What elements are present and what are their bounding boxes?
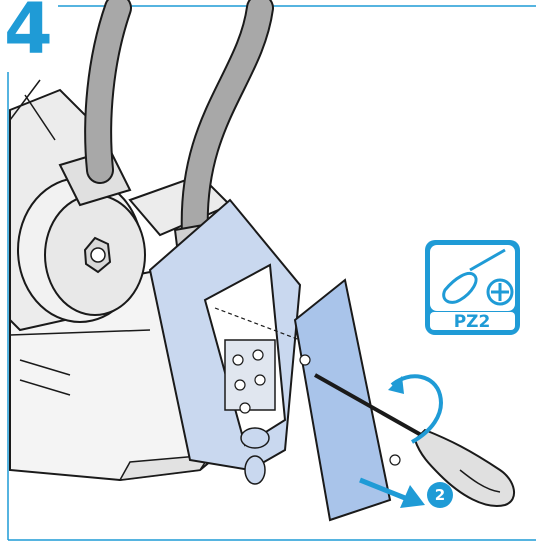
hose-right: [180, 0, 274, 249]
junction-box-lid: [293, 278, 401, 522]
rotation-arrowhead-icon: [388, 376, 404, 394]
callout-circle: [427, 482, 453, 508]
tool-badge: PZ2: [425, 240, 520, 335]
screwdriver: [314, 373, 515, 507]
rotation-arrow-icon: [390, 374, 443, 444]
motor-body: [9, 79, 146, 332]
removal-arrow-icon: [359, 477, 406, 501]
step-number: 4: [2, 0, 57, 64]
phillips-screwdriver-icon: [442, 248, 514, 306]
callout-number: 2: [435, 486, 445, 504]
tool-badge-label: PZ2: [454, 312, 491, 332]
hose-left: [84, 0, 132, 184]
removal-arrowhead-icon: [400, 485, 425, 508]
junction-box: [148, 198, 302, 485]
